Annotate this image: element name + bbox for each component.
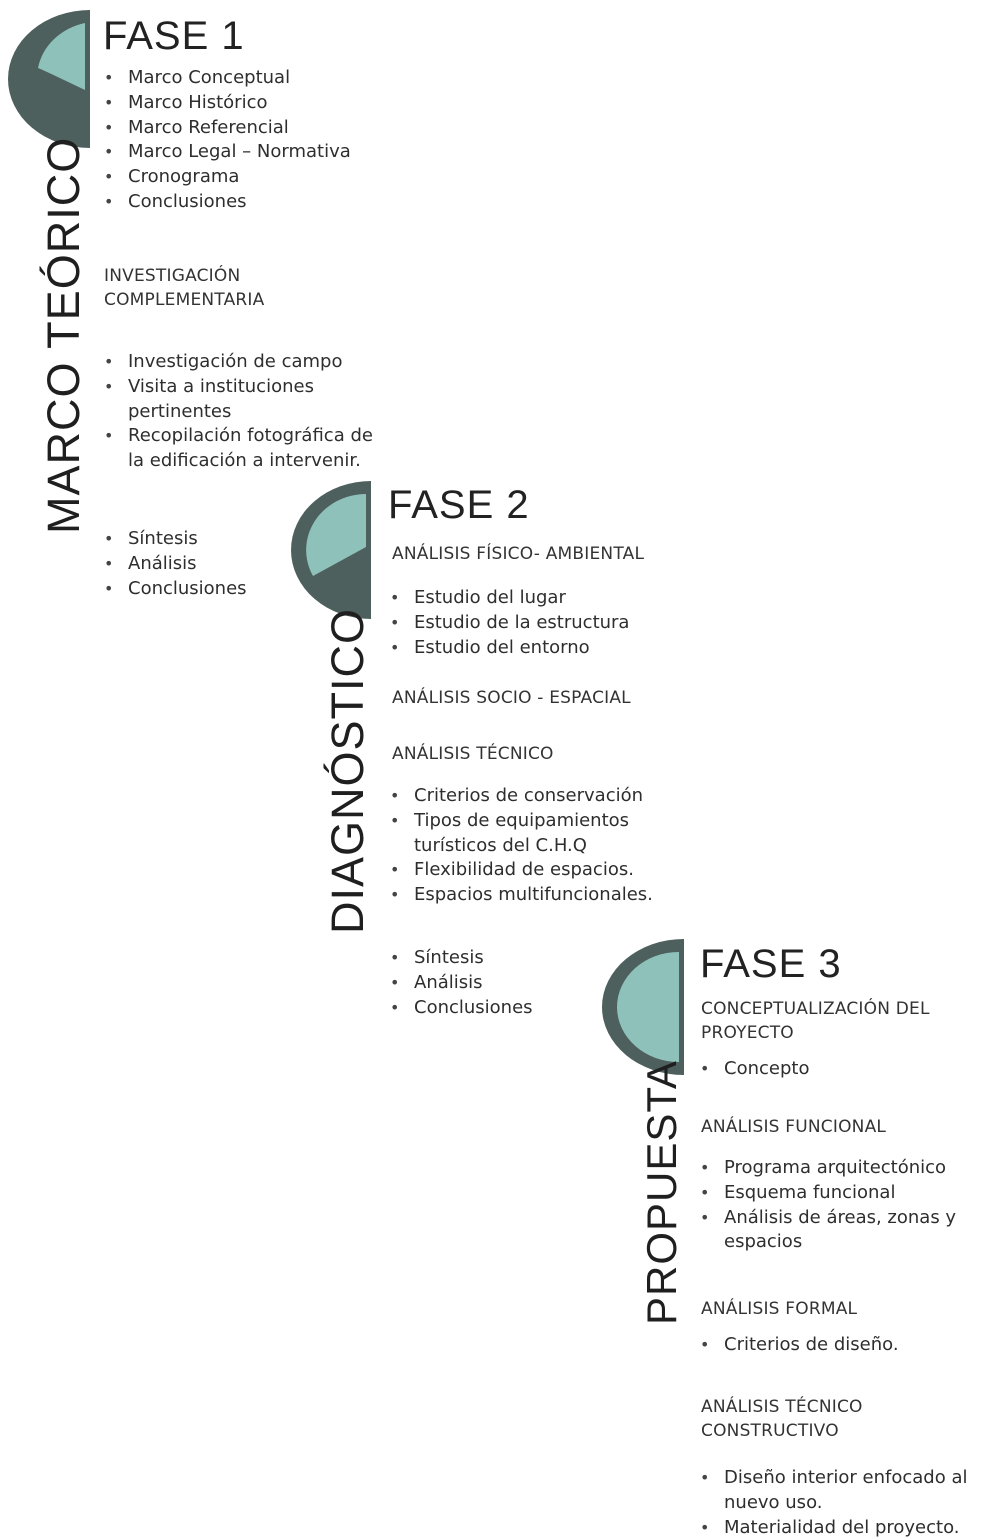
list-item: Estudio del entorno xyxy=(387,636,687,661)
list-item: Análisis xyxy=(387,971,587,996)
phase-1-list-2: Investigación de campo Visita a instituc… xyxy=(101,350,386,474)
list-item: Marco Conceptual xyxy=(101,66,401,91)
phase-1-list-3: Síntesis Análisis Conclusiones xyxy=(101,527,301,601)
phase-1-title: FASE 1 xyxy=(103,14,245,58)
phase-2-title: FASE 2 xyxy=(388,483,530,527)
phase-3-section-tecnico-constructivo: ANÁLISIS TÉCNICO CONSTRUCTIVO xyxy=(701,1397,863,1441)
list-item: Programa arquitectónico xyxy=(697,1156,987,1181)
phase-1-list-1: Marco Conceptual Marco Histórico Marco R… xyxy=(101,66,401,215)
list-item: Estudio del lugar xyxy=(387,586,687,611)
list-item: Espacios multifuncionales. xyxy=(387,883,687,908)
phase-3-section-funcional: ANÁLISIS FUNCIONAL xyxy=(701,1117,887,1137)
phase-1-progress-icon xyxy=(8,10,90,148)
list-item: Recopilación fotográfica de la edificaci… xyxy=(101,424,386,474)
list-item: Marco Referencial xyxy=(101,116,401,141)
phase-2-progress-icon xyxy=(291,481,371,619)
list-item: Conclusiones xyxy=(387,996,587,1021)
list-item: Análisis de áreas, zonas y espacios xyxy=(697,1206,987,1256)
list-item: Diseño interior enfocado al nuevo uso. xyxy=(697,1466,997,1516)
list-item: Cronograma xyxy=(101,165,401,190)
phase-2-vertical-label: DIAGNÓSTICO xyxy=(322,607,373,934)
phase-3-progress-icon xyxy=(602,939,684,1075)
phase-3-list-1: Concepto xyxy=(697,1057,977,1082)
list-item: Concepto xyxy=(697,1057,977,1082)
list-item: Materialidad del proyecto. xyxy=(697,1516,997,1540)
list-item: Estudio de la estructura xyxy=(387,611,687,636)
phase-2-section-tecnico: ANÁLISIS TÉCNICO xyxy=(392,744,554,764)
phase-2-list-2: Criterios de conservación Tipos de equip… xyxy=(387,784,687,908)
list-item: Conclusiones xyxy=(101,577,301,602)
list-item: Esquema funcional xyxy=(697,1181,987,1206)
list-item: Análisis xyxy=(101,552,301,577)
phase-3-title: FASE 3 xyxy=(700,942,842,986)
list-item: Marco Legal – Normativa xyxy=(101,140,401,165)
phase-3-section-conceptualizacion: CONCEPTUALIZACIÓN DEL PROYECTO xyxy=(701,999,930,1043)
phase-2-list-3: Síntesis Análisis Conclusiones xyxy=(387,946,587,1020)
phase-3-list-3: Criterios de diseño. xyxy=(697,1333,977,1358)
phase-2-section-socio-espacial: ANÁLISIS SOCIO - ESPACIAL xyxy=(392,688,631,708)
phase-2-list-1: Estudio del lugar Estudio de la estructu… xyxy=(387,586,687,660)
list-item: Flexibilidad de espacios. xyxy=(387,858,687,883)
list-item: Criterios de conservación xyxy=(387,784,687,809)
phase-2-section-fisico-ambiental: ANÁLISIS FÍSICO- AMBIENTAL xyxy=(392,544,645,564)
list-item: Visita a instituciones pertinentes xyxy=(101,375,386,425)
list-item: Síntesis xyxy=(101,527,301,552)
phase-1-section-investigacion: INVESTIGACIÓN COMPLEMENTARIA xyxy=(104,266,265,310)
list-item: Síntesis xyxy=(387,946,587,971)
phase-1-vertical-label: MARCO TEÓRICO xyxy=(38,136,89,534)
list-item: Conclusiones xyxy=(101,190,401,215)
list-item: Investigación de campo xyxy=(101,350,386,375)
list-item: Tipos de equipamientos turísticos del C.… xyxy=(387,809,687,859)
list-item: Marco Histórico xyxy=(101,91,401,116)
phase-3-section-formal: ANÁLISIS FORMAL xyxy=(701,1299,858,1319)
list-item: Criterios de diseño. xyxy=(697,1333,977,1358)
phase-3-list-2: Programa arquitectónico Esquema funciona… xyxy=(697,1156,987,1255)
phase-3-vertical-label: PROPUESTA xyxy=(638,1060,685,1325)
phase-3-list-4: Diseño interior enfocado al nuevo uso. M… xyxy=(697,1466,997,1540)
